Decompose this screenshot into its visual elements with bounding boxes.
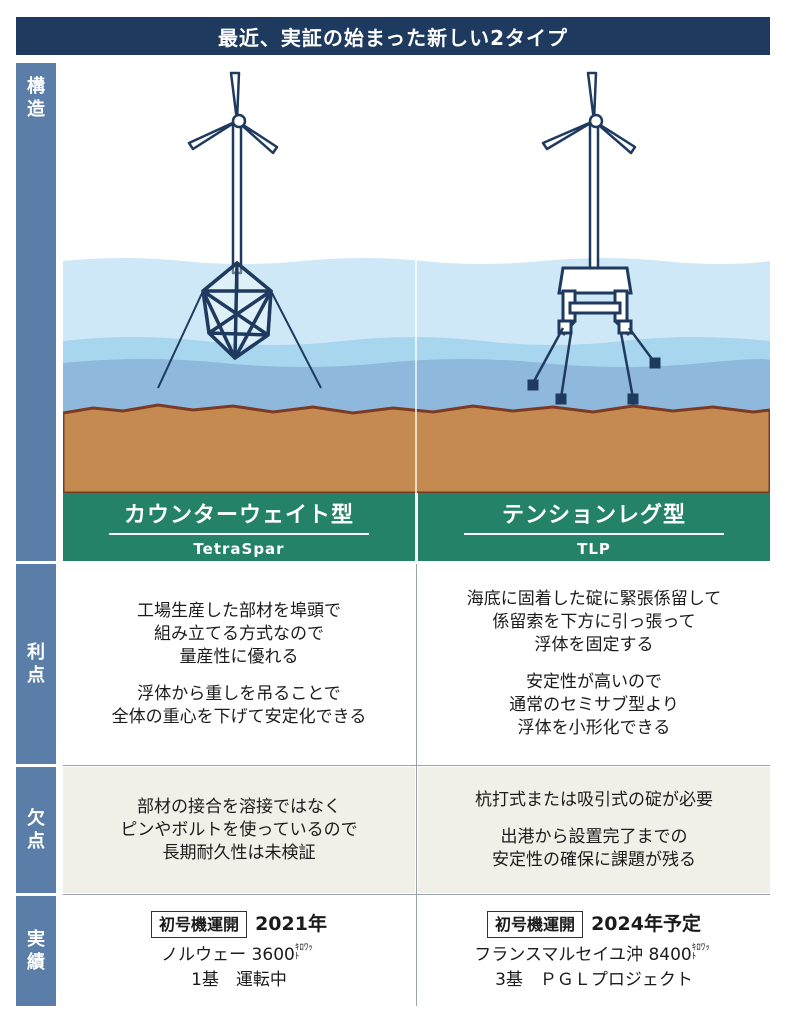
tlp-floater-icon [527,266,661,405]
first-unit-badge: 初号機運開 [487,910,584,938]
type-name-band-tetraspar: カウンターウェイト型 TetraSpar [63,493,415,561]
row-divider [63,765,770,766]
result-head: 初号機運開 2024年予定 [487,910,701,938]
disadvantage-text: 杭打式または吸引式の碇が必要 [475,789,713,810]
row-label-structure: 構 造 [16,63,56,561]
row-divider [63,894,770,895]
type-code: TLP [577,539,611,558]
disadvantages-cell-tetraspar: 部材の接合を溶接ではなく ピンやボルトを使っているので 長期耐久性は未検証 [63,767,415,893]
column-divider [416,564,417,1006]
structure-illustration [63,71,770,493]
advantages-cell-tlp: 海底に固着した碇に緊張係留して 係留索を下方に引っ張って 浮体を固定する 安定性… [418,564,770,764]
advantage-text: 浮体から重しを吊ることで 全体の重心を下げて安定化できる [111,683,367,727]
type-code: TetraSpar [193,539,285,558]
tetraspar-floater-icon [157,260,322,389]
wind-turbine-icon [187,71,279,275]
results-cell-tetraspar: 初号機運開 2021年 ノルウェー 3600ｷﾛﾜｯﾄ 1基 運転中 [63,896,415,1006]
disadvantages-cell-tlp: 杭打式または吸引式の碇が必要 出港から設置完了までの 安定性の確保に課題が残る [418,767,770,893]
row-label-results: 実 績 [16,896,56,1006]
result-head: 初号機運開 2021年 [151,910,327,938]
result-year: 2024年予定 [591,912,701,935]
row-label-advantages: 利 点 [16,564,56,764]
advantage-text: 安定性が高いので 通常のセミサブ型より 浮体を小形化できる [509,672,679,738]
advantage-text: 海底に固着した碇に緊張係留して 係留索を下方に引っ張って 浮体を固定する [466,589,722,655]
disadvantage-text: 部材の接合を溶接ではなく ピンやボルトを使っているので 長期耐久性は未検証 [120,796,358,863]
type-name: テンションレグ型 [464,497,724,535]
first-unit-badge: 初号機運開 [151,910,248,938]
disadvantage-text: 出港から設置完了までの 安定性の確保に課題が残る [492,826,696,870]
results-cell-tlp: 初号機運開 2024年予定 フランスマルセイユ沖 8400ｷﾛﾜｯﾄ 3基 ＰＧ… [418,896,770,1006]
advantage-text: 工場生産した部材を埠頭で 組み立てる方式なので 量産性に優れる [137,600,341,667]
result-year: 2021年 [255,912,327,935]
type-name-band-tlp: テンションレグ型 TLP [418,493,770,561]
unit-kilowatt: ｷﾛﾜｯﾄ [294,942,313,962]
wind-turbine-icon [541,71,637,270]
result-place: フランスマルセイユ沖 8400ｷﾛﾜｯﾄ [474,942,713,967]
result-status: 3基 ＰＧＬプロジェクト [495,969,693,990]
unit-kilowatt: ｷﾛﾜｯﾄ [691,942,710,962]
result-status: 1基 運転中 [191,969,287,990]
type-name: カウンターウェイト型 [109,497,369,535]
row-label-disadvantages: 欠 点 [16,767,56,893]
page-title: 最近、実証の始まった新しい2タイプ [16,17,770,55]
result-place: ノルウェー 3600ｷﾛﾜｯﾄ [161,942,317,967]
advantages-cell-tetraspar: 工場生産した部材を埠頭で 組み立てる方式なので 量産性に優れる 浮体から重しを吊… [63,564,415,764]
